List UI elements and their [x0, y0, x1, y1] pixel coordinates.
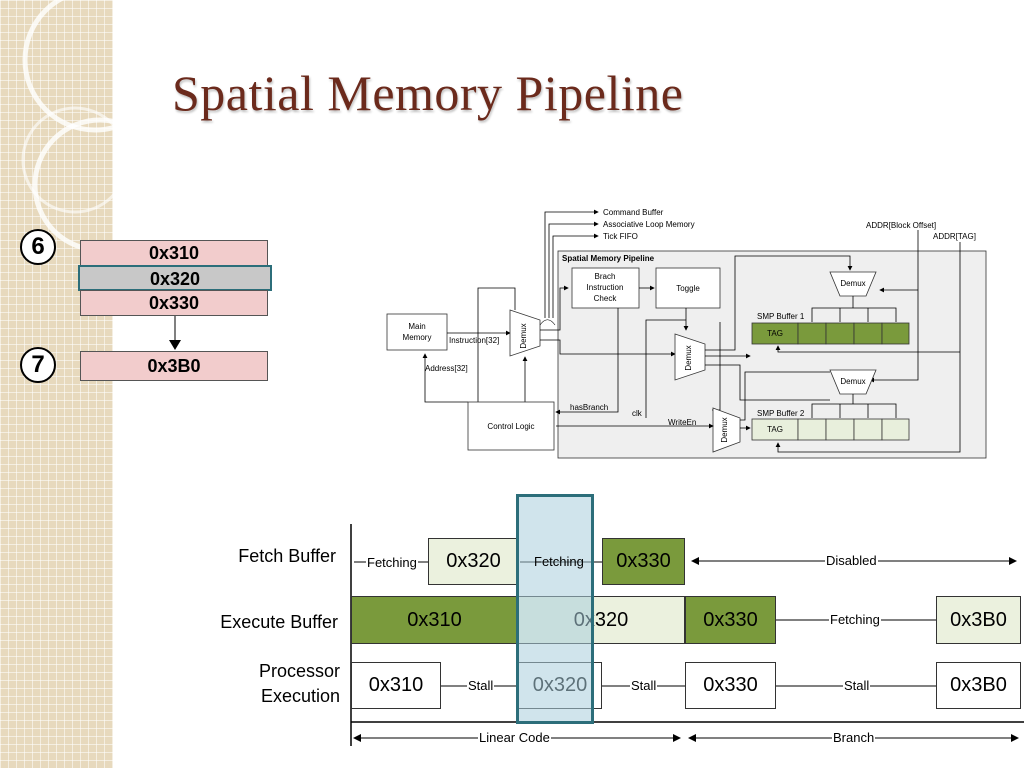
output-command-buffer: Command Buffer — [603, 208, 664, 217]
smp-buffer-1-tag: TAG — [767, 329, 783, 338]
pipeline-diagram: Spatial Memory Pipeline Command Buffer A… — [386, 208, 987, 459]
has-branch-label: hasBranch — [570, 403, 608, 412]
address-0x330: 0x330 — [80, 290, 268, 316]
execute-box-0x330: 0x330 — [685, 596, 776, 644]
branch-label: Branch — [832, 730, 876, 745]
output-tick-fifo: Tick FIFO — [603, 232, 638, 241]
step-marker-6: 6 — [20, 229, 56, 265]
toggle-block — [655, 267, 721, 309]
slide-title: Spatial Memory Pipeline — [172, 65, 684, 121]
fetch-fetching-1: Fetching — [366, 555, 418, 570]
row-label-execution: Execution — [260, 686, 340, 706]
demux-1 — [509, 309, 541, 357]
execute-box-0x3B0: 0x3B0 — [936, 596, 1021, 644]
write-en-label: WriteEn — [668, 418, 696, 427]
demux-2 — [674, 333, 706, 381]
branch-check-label-2: Instruction — [587, 283, 624, 292]
demux-1-label: Demux — [519, 323, 528, 348]
execute-fetching: Fetching — [829, 612, 881, 627]
stack-arrow — [169, 316, 181, 350]
address-0x320-current: 0x320 — [78, 265, 272, 291]
processor-box-0x3B0: 0x3B0 — [936, 662, 1021, 709]
fetch-box-0x320: 0x320 — [428, 538, 519, 585]
control-logic-block — [467, 401, 555, 451]
demux-bottom — [829, 369, 877, 395]
demux-top — [829, 271, 877, 297]
smp-buffer-1-label: SMP Buffer 1 — [757, 312, 805, 321]
step-marker-7: 7 — [20, 347, 56, 383]
demux-2-label: Demux — [684, 345, 693, 370]
processor-stall-1: Stall — [467, 678, 495, 693]
main-memory-label-1: Main — [408, 322, 425, 331]
smp-buffer-2-tag: TAG — [767, 425, 783, 434]
decorative-sidebar — [0, 0, 113, 768]
fetch-fetching-2: Fetching — [534, 554, 584, 569]
output-associative-loop-memory: Associative Loop Memory — [603, 220, 695, 229]
demux-3 — [712, 407, 741, 453]
address-label: Address[32] — [425, 364, 468, 373]
demux-top-label: Demux — [840, 279, 865, 288]
execute-box-0x310: 0x310 — [351, 596, 518, 644]
clk-label: clk — [632, 409, 643, 418]
toggle-label: Toggle — [676, 284, 700, 293]
addr-block-offset-label: ADDR[Block Offset] — [866, 221, 936, 230]
processor-stall-3: Stall — [843, 678, 871, 693]
demux-bottom-label: Demux — [840, 377, 865, 386]
smp-buffer-2-label: SMP Buffer 2 — [757, 409, 805, 418]
address-0x310: 0x310 — [80, 240, 268, 266]
fetch-box-0x330: 0x330 — [602, 538, 685, 585]
address-0x3B0: 0x3B0 — [80, 351, 268, 381]
fetch-disabled: Disabled — [825, 553, 878, 568]
processor-box-0x310: 0x310 — [351, 662, 441, 709]
row-label-fetch-buffer: Fetch Buffer — [238, 546, 336, 566]
branch-check-label-1: Brach — [595, 272, 616, 281]
processor-box-0x330: 0x330 — [685, 662, 776, 709]
main-memory-block — [386, 313, 448, 351]
addr-tag-label: ADDR[TAG] — [933, 232, 976, 241]
pipeline-frame-title: Spatial Memory Pipeline — [562, 254, 655, 263]
demux-3-label: Demux — [720, 417, 729, 442]
main-memory-label-2: Memory — [403, 333, 432, 342]
branch-check-block — [571, 267, 640, 309]
current-cycle-highlight — [516, 494, 594, 724]
linear-code-label: Linear Code — [478, 730, 551, 745]
processor-stall-2: Stall — [630, 678, 658, 693]
control-logic-label: Control Logic — [487, 422, 534, 431]
decorative-circles — [21, 0, 113, 253]
row-label-processor: Processor — [258, 661, 340, 681]
branch-check-label-3: Check — [594, 294, 618, 303]
row-label-execute-buffer: Execute Buffer — [220, 612, 338, 632]
instruction-label: Instruction[32] — [449, 336, 499, 345]
